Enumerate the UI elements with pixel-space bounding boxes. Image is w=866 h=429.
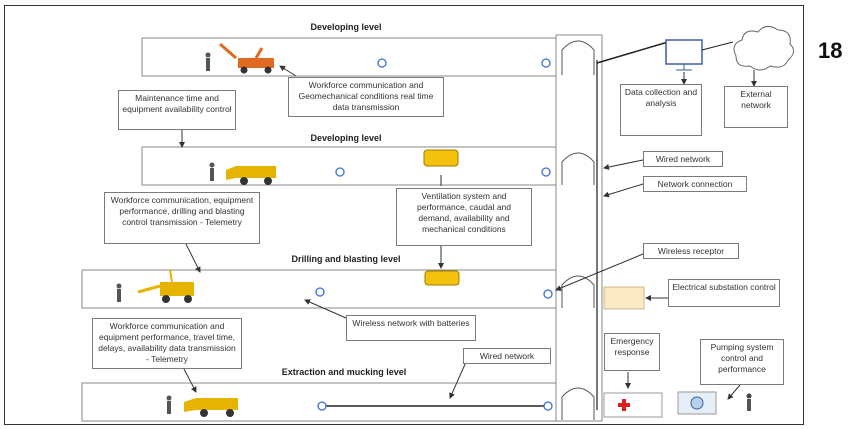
callout-data-collection: Data collection and analysis	[620, 84, 702, 136]
jumbo-drill-icon	[137, 269, 194, 303]
pump-icon	[690, 396, 704, 410]
network-node-icon	[541, 58, 551, 68]
loader-icon	[226, 166, 276, 185]
worker-icon	[209, 162, 215, 181]
callout-wired-network-bottom: Wired network	[463, 348, 551, 364]
drill-rig-icon	[219, 42, 274, 74]
callout-wireless-network: Wireless network with batteries	[346, 315, 476, 341]
page-number: 18	[818, 38, 843, 63]
worker-icon	[166, 395, 172, 414]
tunnel-level-1	[141, 37, 557, 77]
shaft-arch-1	[561, 40, 595, 75]
shaft-arch-2	[561, 152, 595, 185]
callout-workforce-drilling: Workforce communication, equipment perfo…	[104, 192, 260, 244]
level-label-4: Extraction and mucking level	[281, 367, 407, 377]
tunnel-level-4	[81, 382, 557, 422]
worker-icon	[116, 283, 122, 302]
cloud-icon	[733, 26, 794, 71]
callout-pumping-system: Pumping system control and performance	[700, 339, 784, 385]
shaft-arch-3	[561, 275, 595, 308]
callout-wireless-receptor: Wireless receptor	[643, 243, 739, 259]
network-node-icon	[315, 287, 325, 297]
network-node-icon	[543, 289, 553, 299]
callout-workforce-geomech: Workforce communication and Geomechanica…	[288, 77, 444, 117]
callout-ventilation: Ventilation system and performance, caud…	[396, 188, 532, 246]
network-node-icon	[541, 167, 551, 177]
callout-electrical-substation: Electrical substation control	[668, 279, 780, 307]
ventilation-unit	[423, 149, 459, 167]
network-node-icon	[335, 167, 345, 177]
network-node-icon	[377, 58, 387, 68]
callout-maintenance: Maintenance time and equipment availabil…	[118, 90, 236, 130]
electrical-substation-box	[603, 286, 645, 310]
shaft	[555, 34, 603, 422]
lhd-loader-icon	[184, 398, 238, 417]
level-label-3: Drilling and blasting level	[291, 254, 401, 264]
monitor-icon	[665, 39, 703, 65]
callout-network-connection: Network connection	[643, 176, 747, 192]
callout-external-network: External network	[724, 86, 788, 128]
network-node-icon	[317, 401, 327, 411]
shaft-arch-4	[561, 387, 595, 420]
figure-frame	[4, 5, 804, 425]
network-node-icon	[543, 401, 553, 411]
callout-emergency-response: Emergency response	[604, 333, 660, 371]
level-label-2: Developing level	[310, 133, 382, 143]
emergency-box	[603, 392, 663, 418]
callout-workforce-travel: Workforce communication and equipment pe…	[92, 318, 242, 369]
callout-wired-network-right: Wired network	[643, 151, 723, 167]
worker-icon	[205, 52, 211, 71]
level-label-1: Developing level	[310, 22, 382, 32]
ventilation-unit	[424, 270, 460, 286]
